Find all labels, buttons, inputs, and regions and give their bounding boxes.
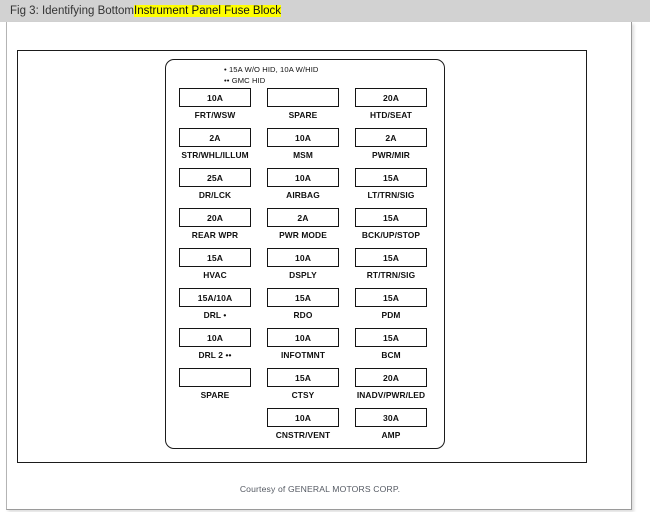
fuse-circuit-label: DSPLY: [289, 269, 317, 280]
fuse-circuit-label: CTSY: [291, 389, 315, 400]
fuse-circuit-label: CNSTR/VENT: [275, 429, 331, 440]
fuse-cell: SPARE: [267, 88, 339, 128]
caption-prefix-text: Fig 3: Identifying Bottom: [10, 5, 135, 17]
fuse-rating-box: 2A: [267, 208, 339, 227]
fuse-circuit-label: SPARE: [288, 109, 318, 120]
fuse-circuit-label: PDM: [381, 309, 401, 320]
fuse-cell: 15A HVAC: [179, 248, 251, 288]
footnote-double-dot: •• GMC HID: [224, 75, 266, 85]
fuse-cell: 15A/10A DRL •: [179, 288, 251, 328]
fuse-cell: 10A AIRBAG: [267, 168, 339, 208]
figure-frame: • 15A W/O HID, 10A W/HID •• GMC HID 10A F…: [17, 50, 587, 463]
fuse-cell: 15A RDO: [267, 288, 339, 328]
fuse-rating-box: 10A: [179, 88, 251, 107]
fuse-rating-box: 15A: [267, 288, 339, 307]
fuse-circuit-label: INADV/PWR/LED: [356, 389, 426, 400]
fuse-circuit-label: DRL •: [203, 309, 227, 320]
fuse-rating-box: 15A: [355, 328, 427, 347]
fuse-cell: 10A CNSTR/VENT: [267, 408, 339, 448]
fuse-cell: 10A INFOTMNT: [267, 328, 339, 368]
fuse-cell: 10A FRT/WSW: [179, 88, 251, 128]
fuse-rating-box: 15A: [355, 288, 427, 307]
fuse-cell: 15A BCM: [355, 328, 427, 368]
fuse-rating-box: 15A: [355, 248, 427, 267]
fuse-circuit-label: AIRBAG: [286, 189, 320, 200]
fuse-cell: 2A PWR/MIR: [355, 128, 427, 168]
fuse-rating-box: 10A: [267, 248, 339, 267]
fuse-rating-box: [267, 88, 339, 107]
fuse-rating-box: 2A: [179, 128, 251, 147]
fuse-cell: SPARE: [179, 368, 251, 408]
fuse-rating-box: 20A: [355, 368, 427, 387]
fuse-circuit-label: RDO: [293, 309, 313, 320]
fuse-rating-box: 15A: [179, 248, 251, 267]
fuse-circuit-label: BCM: [381, 349, 401, 360]
fuse-rating-box: 15A: [355, 208, 427, 227]
fuse-rating-box: 15A: [355, 168, 427, 187]
fuse-cell: 25A DR/LCK: [179, 168, 251, 208]
fuse-circuit-label: AMP: [381, 429, 401, 440]
fuse-rating-box: 15A: [267, 368, 339, 387]
fuse-cell: 15A RT/TRN/SIG: [355, 248, 427, 288]
footnote-single-dot: • 15A W/O HID, 10A W/HID: [224, 65, 319, 74]
fuse-circuit-label: DRL 2 ••: [198, 349, 232, 360]
fuse-circuit-label: RT/TRN/SIG: [366, 269, 416, 280]
fuse-circuit-label: PWR/MIR: [372, 149, 410, 160]
fuse-rating-box: 25A: [179, 168, 251, 187]
fuse-rating-box: 10A: [179, 328, 251, 347]
fuse-rating-box: 20A: [179, 208, 251, 227]
fuse-cell: 20A REAR WPR: [179, 208, 251, 248]
fuse-circuit-label: LT/TRN/SIG: [367, 189, 415, 200]
fuse-circuit-label: REAR WPR: [191, 229, 239, 240]
fuse-cell: 20A HTD/SEAT: [355, 88, 427, 128]
fuse-cell: 15A LT/TRN/SIG: [355, 168, 427, 208]
fuse-circuit-label: HTD/SEAT: [369, 109, 413, 120]
caption-highlighted-text: Instrument Panel Fuse Block: [134, 5, 282, 17]
fuse-circuit-label: SPARE: [200, 389, 230, 400]
fuse-circuit-label: DR/LCK: [198, 189, 232, 200]
fuse-circuit-label: HVAC: [203, 269, 227, 280]
fuse-circuit-label: BCK/UP/STOP: [361, 229, 421, 240]
fuse-rating-box: [179, 368, 251, 387]
figure-caption-bar: Fig 3: Identifying Bottom Instrument Pan…: [0, 0, 650, 22]
fuse-cell: 10A DSPLY: [267, 248, 339, 288]
fuse-rating-box: 10A: [267, 168, 339, 187]
fuse-rating-box: 10A: [267, 128, 339, 147]
fuse-rating-box: 10A: [267, 328, 339, 347]
fuse-circuit-label: INFOTMNT: [280, 349, 326, 360]
fuse-cell: 15A BCK/UP/STOP: [355, 208, 427, 248]
fuse-rating-box: 15A/10A: [179, 288, 251, 307]
fuse-cell: 10A MSM: [267, 128, 339, 168]
fuse-rating-box: 20A: [355, 88, 427, 107]
fuse-cell: 20A INADV/PWR/LED: [355, 368, 427, 408]
fuse-rating-box: 2A: [355, 128, 427, 147]
fuse-cell: 30A AMP: [355, 408, 427, 448]
instrument-panel-fuse-block: • 15A W/O HID, 10A W/HID •• GMC HID 10A F…: [165, 59, 445, 449]
fuse-cell: 10A DRL 2 ••: [179, 328, 251, 368]
fuse-cell: 15A CTSY: [267, 368, 339, 408]
fuse-circuit-label: STR/WHL/ILLUM: [181, 149, 249, 160]
fuse-cell: 15A PDM: [355, 288, 427, 328]
fuse-panel-footnotes: • 15A W/O HID, 10A W/HID •• GMC HID: [224, 65, 319, 86]
fuse-rating-box: 10A: [267, 408, 339, 427]
fuse-circuit-label: PWR MODE: [279, 229, 327, 240]
courtesy-credit: Courtesy of GENERAL MOTORS CORP.: [239, 484, 401, 494]
fuse-circuit-label: FRT/WSW: [194, 109, 236, 120]
fuse-circuit-label: MSM: [293, 149, 313, 160]
fuse-cell: 2A STR/WHL/ILLUM: [179, 128, 251, 168]
document-page-surface: • 15A W/O HID, 10A W/HID •• GMC HID 10A F…: [6, 22, 632, 510]
fuse-rating-box: 30A: [355, 408, 427, 427]
fuse-cell: 2A PWR MODE: [267, 208, 339, 248]
